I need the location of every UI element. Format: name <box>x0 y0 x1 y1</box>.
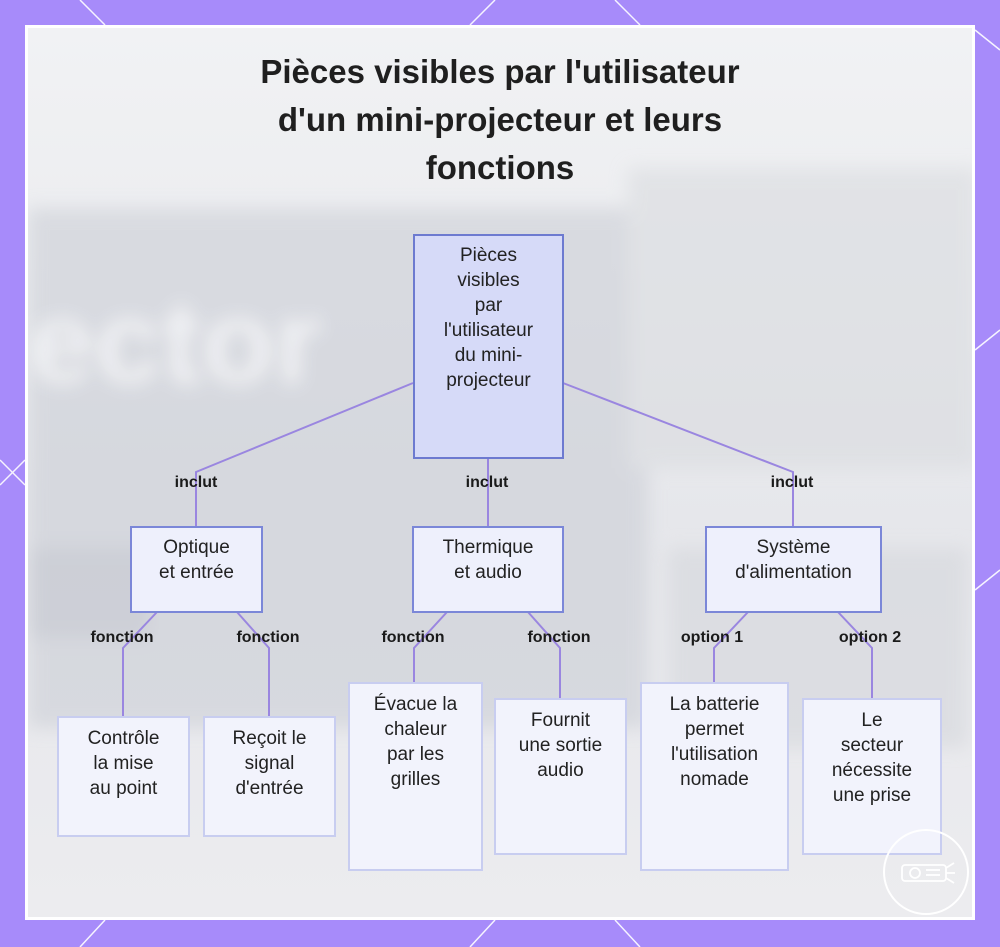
edge-thermique-fournit <box>527 611 561 698</box>
edge-root-optique <box>195 382 414 526</box>
diagram-title: Pièces visibles par l'utilisateur d'un m… <box>260 53 740 186</box>
edge-label-fonction: fonction <box>527 629 591 646</box>
background-watermark-text: ector <box>28 275 321 409</box>
edge-label-fonction: fonction <box>236 629 300 646</box>
edge-label-option-1: option 1 <box>680 629 744 646</box>
edge-label-fonction: fonction <box>90 629 154 646</box>
edge-alimentation-secteur <box>837 611 873 698</box>
edge-optique-recoit <box>236 611 270 716</box>
edge-label-inclut: inclut <box>174 474 218 491</box>
edge-root-alimentation <box>562 382 794 526</box>
edge-alimentation-batterie <box>713 611 749 682</box>
node-root: Pièces visibles par l'utilisateur du min… <box>413 234 564 459</box>
projector-icon <box>883 829 969 915</box>
edge-label-fonction: fonction <box>381 629 445 646</box>
edge-optique-controle <box>122 611 158 716</box>
edge-label-inclut: inclut <box>465 474 509 491</box>
edge-label-inclut: inclut <box>770 474 814 491</box>
edge-thermique-evacue <box>413 611 448 682</box>
edge-label-option-2: option 2 <box>838 629 902 646</box>
